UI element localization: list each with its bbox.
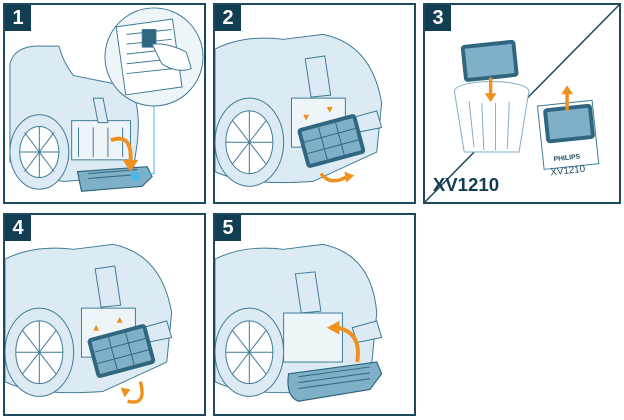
filter-grille-icon [76, 166, 153, 192]
vacuum-cleaner-icon [215, 243, 383, 397]
step-5-illustration [215, 243, 383, 402]
highlight-dot [130, 171, 141, 182]
step-2-panel: 2 [213, 3, 416, 204]
step-number-badge: 1 [5, 5, 31, 31]
arrow-down-icon [326, 106, 333, 113]
step-1-illustration [9, 7, 204, 192]
step-number-badge: 5 [215, 215, 241, 241]
vacuum-cleaner-icon [5, 243, 173, 397]
zoom-detail-circle [104, 7, 204, 107]
filter-icon [87, 324, 156, 378]
curved-arrow-up-icon [337, 325, 360, 363]
step-number-badge: 2 [215, 5, 241, 31]
step-1-panel: 1 [3, 3, 206, 204]
step-4-illustration [5, 243, 173, 404]
step-2-illustration [215, 33, 383, 187]
arrow-down-icon [303, 114, 310, 121]
filter-icon [297, 114, 366, 168]
step-4-panel: 4 [3, 213, 206, 416]
step-5-panel: 5 [213, 213, 416, 416]
curved-arrow-icon [319, 172, 349, 183]
step-3-illustration: PHILIPS XV1210 XV1210 [425, 5, 619, 202]
trash-bin-icon [453, 80, 530, 153]
product-code-label: XV1210 [433, 174, 499, 195]
step-number-badge: 4 [5, 215, 31, 241]
step-3-panel: 3 PHILIPS XV1210 XV1210 [423, 3, 621, 204]
arrow-up-icon [93, 324, 100, 331]
box-brand-label: PHILIPS [553, 153, 581, 163]
filter-grille-icon [287, 361, 383, 402]
new-filter-icon [543, 103, 595, 144]
curved-arrow-down-icon [110, 136, 133, 162]
step-number-badge: 3 [425, 5, 451, 31]
old-filter-icon [460, 39, 519, 82]
vacuum-cleaner-icon [9, 45, 139, 190]
vacuum-cleaner-icon [215, 33, 383, 187]
arrow-up-icon [116, 316, 123, 323]
callout-line [136, 105, 155, 175]
curved-arrow-icon [127, 381, 144, 404]
box-model-label: XV1210 [550, 164, 586, 179]
